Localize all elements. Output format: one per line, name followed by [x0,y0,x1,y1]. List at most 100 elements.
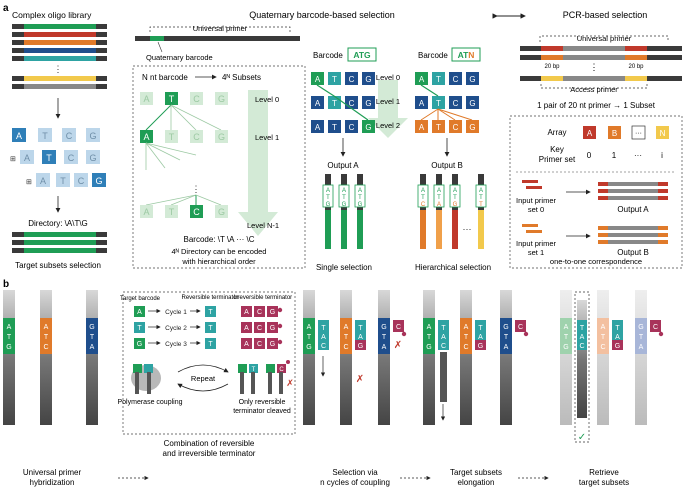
svg-text:target subsets: target subsets [579,478,629,487]
output-b-mid: Output B [431,161,463,170]
svg-text:G: G [6,344,11,351]
access-primer: Access primer [570,85,618,94]
svg-text:T: T [564,334,569,341]
svg-text:A: A [44,324,49,331]
svg-text:T: T [137,325,142,332]
svg-text:⊞: ⊞ [10,156,16,163]
svg-text:C: C [396,324,401,331]
svg-text:A: A [244,341,249,348]
barcode-atg-box [347,47,377,62]
svg-text:Polymerase coupling: Polymerase coupling [118,399,183,406]
svg-text:G: G [326,202,331,208]
svg-text:A: A [40,176,46,186]
nnt-barcode-label: N nt barcode [142,73,188,82]
grid-left: A T C G A T C G A T C G [311,72,375,133]
svg-text:A: A [437,202,441,208]
svg-text:T: T [478,325,483,332]
svg-text:and irreversible terminator: and irreversible terminator [163,449,256,458]
svg-text:Input primer: Input primer [516,239,557,248]
svg-text:T: T [580,325,585,332]
svg-text:T: T [437,195,441,201]
svg-text:Level 0: Level 0 [376,73,400,82]
svg-text:T: T [479,202,483,208]
svg-text:A: A [358,188,362,194]
pair-rule: 1 pair of 20 nt primer → 1 Subset [537,101,656,110]
svg-text:C: C [463,344,468,351]
svg-text:G: G [218,94,225,104]
svg-text:A: A [24,153,30,163]
step1-columns: ATG ATC GTA [3,290,98,425]
quaternary-title: Quaternary barcode-based selection [249,10,395,20]
pcr-section: PCR-based selection Universal primer 20 … [509,10,683,269]
svg-text:T: T [208,309,213,316]
svg-text:C: C [600,344,605,351]
one-to-one: one-to-one correspondence [550,257,642,266]
svg-text:T: T [252,367,256,373]
svg-text:C: C [441,343,446,350]
svg-text:Output B: Output B [617,248,649,257]
svg-text:Target subsets: Target subsets [450,468,502,477]
svg-text:A: A [382,344,387,351]
svg-text:Retrieve: Retrieve [589,468,619,477]
svg-text:A: A [16,131,22,141]
svg-text:T: T [332,123,337,132]
svg-text:C: C [453,123,459,132]
svg-text:A: A [437,188,441,194]
svg-text:A: A [478,334,483,341]
svg-text:A: A [587,129,593,138]
svg-text:G: G [137,341,142,348]
svg-text:G: G [469,99,475,108]
svg-text:set 0: set 0 [528,205,544,214]
svg-text:T: T [208,325,213,332]
svg-text:C: C [421,202,426,208]
svg-text:A: A [564,324,569,331]
svg-text:T: T [504,334,509,341]
library-title: Complex oligo library [12,10,92,20]
svg-text:T: T [46,153,52,163]
svg-text:N: N [660,129,666,138]
svg-text:A: A [137,309,142,316]
svg-text:n cycles of coupling: n cycles of coupling [320,478,390,487]
svg-text:T: T [7,334,12,341]
svg-text:⋮: ⋮ [192,184,201,194]
svg-text:C: C [453,99,459,108]
directory-label: Directory: \A\T\G [28,219,88,228]
svg-text:G: G [342,202,347,208]
svg-text:T: T [358,325,363,332]
svg-text:T: T [90,334,95,341]
svg-text:Universal primer: Universal primer [23,468,82,477]
svg-text:G: G [365,123,371,132]
svg-text:B: B [612,129,617,138]
svg-text:A: A [427,324,432,331]
svg-text:G: G [469,75,475,84]
step2-columns: ATG TAC ATC TA G ✗ GTA C ✗ [303,290,407,425]
svg-text:C: C [349,75,355,84]
svg-text:0: 0 [587,151,592,160]
svg-text:T: T [436,123,441,132]
cleave-icon: T C ✗ [238,360,294,394]
svg-text:A: A [601,324,606,331]
tree: A T C G A T C G ⋮ A T C G [140,92,228,218]
polymerase-icon [131,364,161,394]
svg-text:A: A [421,188,425,194]
svg-text:G: G [270,341,275,348]
quaternary-barcode-label: Quaternary barcode [146,53,213,62]
svg-text:Key: Key [550,145,564,154]
svg-text:G: G [638,324,643,331]
svg-text:G: G [426,344,431,351]
svg-text:Target barcode: Target barcode [120,296,161,302]
pcr-title: PCR-based selection [563,10,648,20]
svg-text:✗: ✗ [286,378,294,388]
output-b-strands: ATC ATA ATG ATT ··· [417,174,487,249]
svg-text:Cycle 2: Cycle 2 [165,325,187,332]
svg-text:···: ··· [463,224,472,234]
svg-text:T: T [42,131,48,141]
svg-text:T: T [358,195,362,201]
barcode-example: Barcode: \T \A ··· \C [184,235,255,244]
svg-text:G: G [563,344,568,351]
svg-text:Cycle 3: Cycle 3 [165,341,187,348]
svg-text:G: G [358,343,363,350]
universal-primer-label: Universal primer [193,24,248,33]
svg-text:T: T [441,325,446,332]
